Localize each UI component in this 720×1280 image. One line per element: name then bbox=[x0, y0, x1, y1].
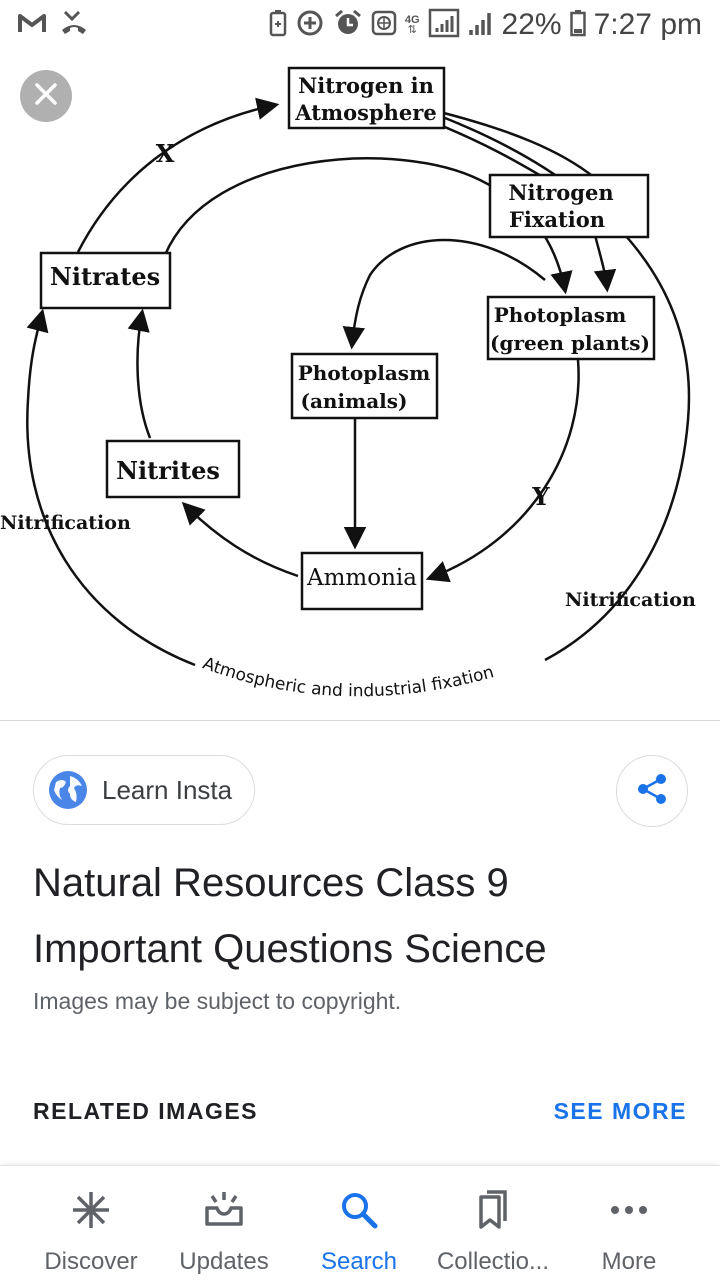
related-images-heading: RELATED IMAGES bbox=[33, 1098, 259, 1124]
missed-call-icon bbox=[60, 10, 88, 41]
updates-icon bbox=[202, 1188, 246, 1232]
label-nitrites: Nitrites bbox=[116, 456, 220, 485]
divider bbox=[0, 720, 720, 721]
label-nitrification-left: Nitrification bbox=[0, 512, 131, 534]
asterisk-icon bbox=[69, 1188, 113, 1232]
label-green-plants-line2: (green plants) bbox=[490, 331, 650, 355]
clock: 7:27 pm bbox=[593, 8, 702, 41]
label-nitrates: Nitrates bbox=[50, 262, 160, 291]
cell-signal-icon bbox=[468, 9, 494, 42]
label-atmosphere-line1: Nitrogen in bbox=[298, 73, 434, 98]
nav-label-more: More bbox=[601, 1248, 657, 1275]
nitrogen-cycle-diagram: Nitrogen in Atmosphere Nitrogen Fixation… bbox=[0, 66, 696, 702]
label-animals-line1: Photoplasm bbox=[298, 361, 430, 385]
nav-discover[interactable]: Discover bbox=[22, 1166, 160, 1280]
source-name: Learn Insta bbox=[102, 774, 233, 805]
nav-label-search: Search bbox=[320, 1248, 398, 1275]
arrow-x bbox=[76, 97, 280, 253]
gmail-icon bbox=[18, 12, 46, 39]
arrow-atmosphere-fixation-1 bbox=[439, 110, 596, 179]
globe-icon bbox=[48, 770, 88, 810]
arrow-y bbox=[425, 359, 580, 583]
nav-label-updates: Updates bbox=[179, 1248, 269, 1275]
label-atmosphere-line2: Atmosphere bbox=[294, 100, 436, 125]
label-fixation-line1: Nitrogen bbox=[508, 180, 613, 205]
box-fixation bbox=[488, 173, 650, 239]
data-saver-icon bbox=[295, 8, 325, 43]
label-green-plants-line1: Photoplasm bbox=[494, 303, 626, 327]
see-more-link[interactable]: SEE MORE bbox=[553, 1098, 687, 1124]
status-bar: 4G ⇅ 22% 7:27 pm bbox=[0, 0, 720, 50]
more-dots-icon bbox=[607, 1188, 651, 1232]
box-nitrites bbox=[105, 439, 241, 499]
battery-icon bbox=[569, 9, 586, 42]
copyright-notice: Images may be subject to copyright. bbox=[33, 988, 402, 1014]
source-chip[interactable]: Learn Insta bbox=[33, 755, 255, 825]
arrow-ammonia-nitrites bbox=[181, 501, 299, 578]
close-icon bbox=[33, 81, 59, 112]
box-nitrates bbox=[39, 251, 172, 310]
nav-label-discover: Discover bbox=[44, 1248, 138, 1275]
share-icon bbox=[635, 772, 669, 811]
label-x: X bbox=[156, 139, 175, 168]
network-type-icon: 4G ⇅ bbox=[404, 14, 420, 36]
label-nitrification-right: Nitrification bbox=[565, 589, 696, 611]
alarm-icon bbox=[333, 8, 363, 43]
label-animals-line2: (animals) bbox=[300, 389, 407, 413]
close-button[interactable] bbox=[20, 70, 72, 122]
arc-nitrification-left bbox=[26, 308, 196, 667]
vpn-icon bbox=[371, 10, 397, 41]
status-right: 4G ⇅ 22% 7:27 pm bbox=[269, 6, 702, 44]
status-left bbox=[18, 8, 88, 42]
nav-collections[interactable]: Collectio... bbox=[423, 1166, 563, 1280]
search-icon bbox=[337, 1188, 381, 1232]
label-ammonia: Ammonia bbox=[306, 565, 417, 591]
wifi-signal-icon bbox=[428, 8, 460, 43]
box-green-plants bbox=[486, 295, 656, 361]
label-bottom-arc: Atmospheric and industrial fixation bbox=[200, 654, 496, 702]
label-y: Y bbox=[531, 482, 550, 511]
bookmark-icon bbox=[471, 1188, 515, 1232]
box-animals bbox=[290, 352, 439, 420]
box-ammonia bbox=[300, 551, 424, 611]
battery-saver-icon bbox=[269, 9, 287, 42]
box-atmosphere bbox=[287, 66, 446, 130]
label-fixation-line2: Fixation bbox=[509, 207, 605, 232]
page-title[interactable]: Natural Resources Class 9 Important Ques… bbox=[33, 861, 547, 971]
nav-label-collections: Collectio... bbox=[436, 1248, 550, 1275]
nav-updates[interactable]: Updates bbox=[160, 1166, 288, 1280]
bottom-navigation: Discover Updates Search Collectio... Mor… bbox=[0, 1165, 720, 1280]
arrow-plants-animals bbox=[342, 238, 546, 350]
share-button[interactable] bbox=[616, 755, 688, 827]
arrow-nitrites-nitrates bbox=[127, 308, 152, 439]
nav-search[interactable]: Search bbox=[300, 1166, 418, 1280]
nav-more[interactable]: More bbox=[580, 1166, 678, 1280]
battery-percent: 22% bbox=[501, 8, 562, 41]
arrow-fixation-plants-1 bbox=[593, 234, 617, 293]
